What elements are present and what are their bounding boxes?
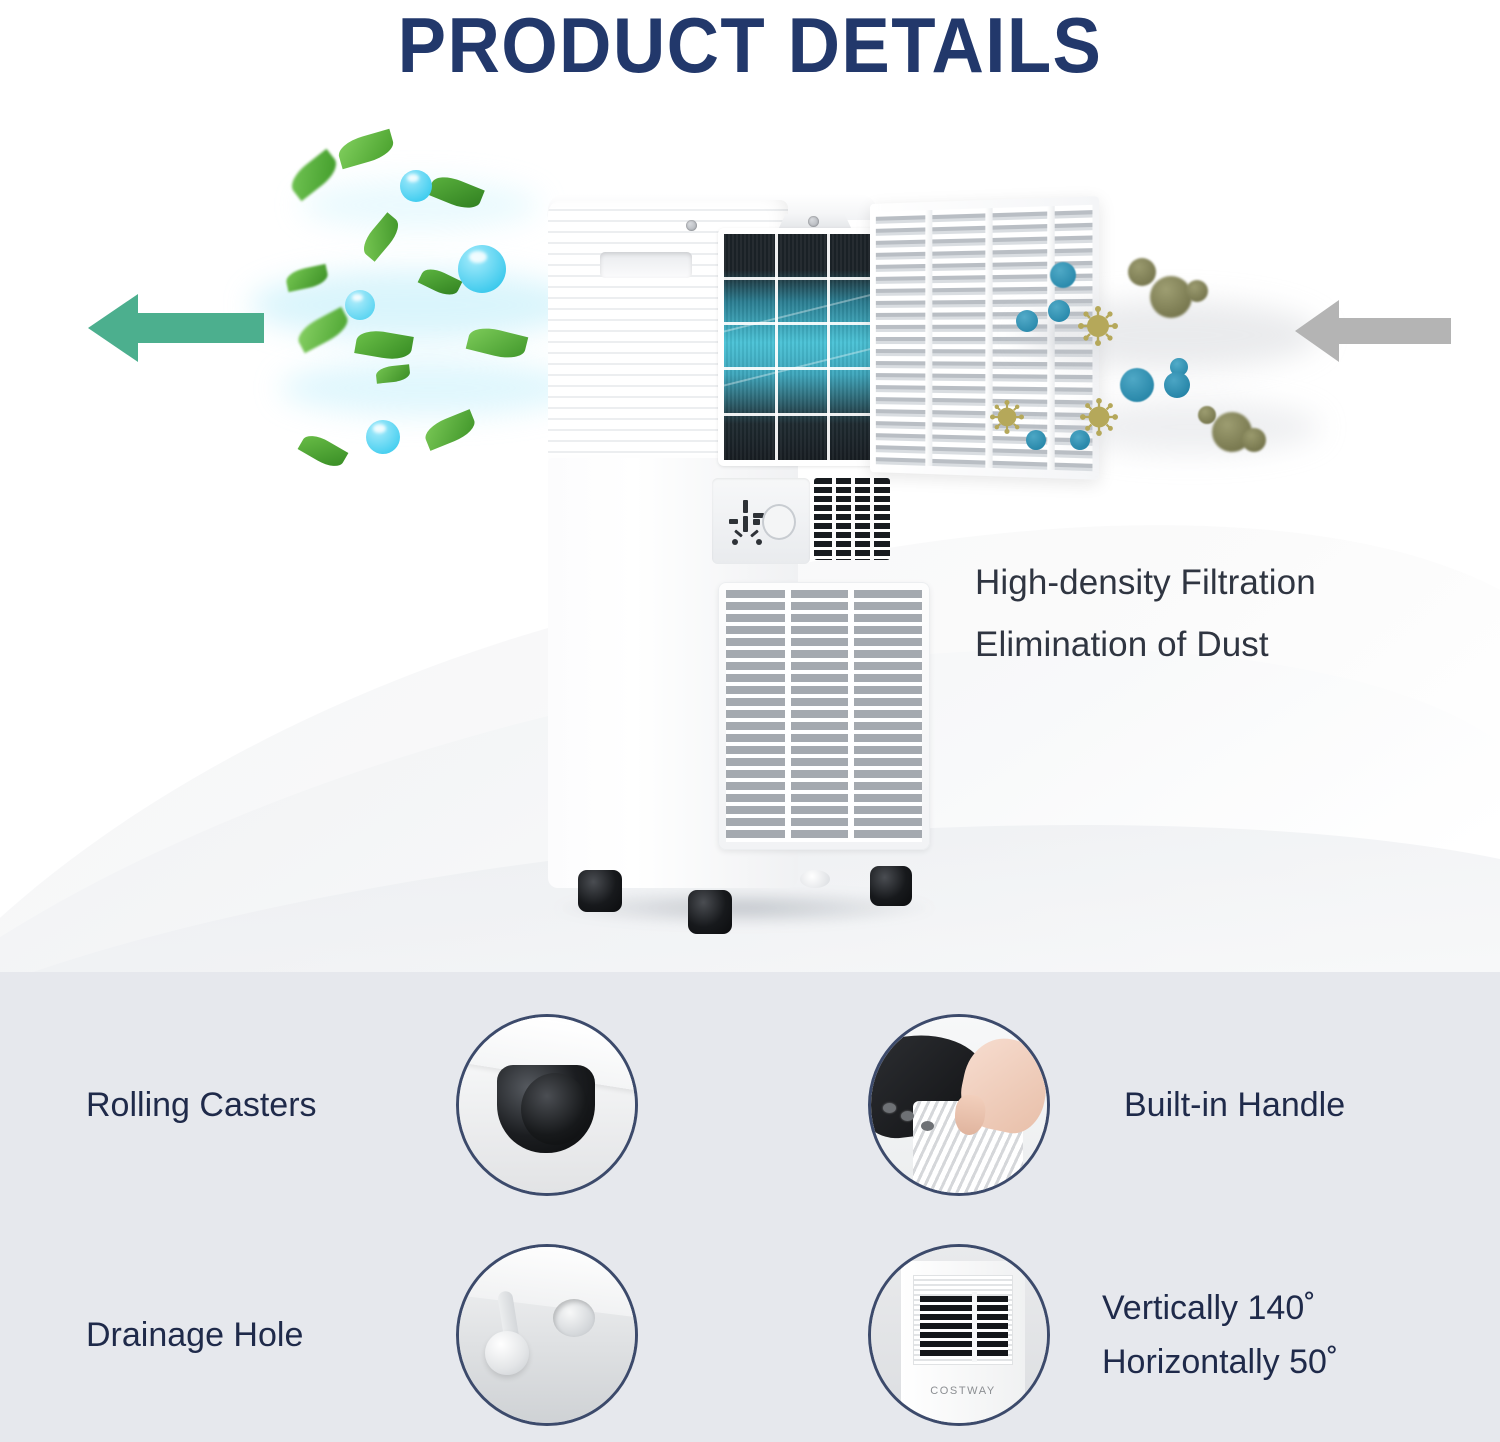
water-droplet-icon bbox=[458, 245, 506, 293]
leaf-icon bbox=[375, 364, 411, 384]
cover-louvers bbox=[875, 204, 1093, 472]
caster-wheel bbox=[688, 890, 732, 934]
leaf-icon bbox=[297, 429, 349, 473]
power-socket-panel bbox=[712, 478, 810, 564]
brand-label: COSTWAY bbox=[930, 1385, 996, 1397]
water-droplet-icon bbox=[366, 420, 400, 454]
dust-particle bbox=[1198, 406, 1216, 424]
hand-grip-handle-photo-icon bbox=[868, 1014, 1050, 1196]
feature-louver-angles: COSTWAY Vertically 140˚ Horizontally 50˚ bbox=[868, 1240, 1468, 1430]
removable-filter-cover-panel[interactable] bbox=[870, 196, 1100, 480]
feature-label-rolling-casters: Rolling Casters bbox=[86, 1086, 317, 1124]
high-density-filter bbox=[718, 228, 886, 466]
feature-label-horizontal-angle: Horizontally 50˚ bbox=[1102, 1343, 1339, 1381]
drain-plug bbox=[800, 870, 830, 888]
dust-particle bbox=[1170, 358, 1188, 376]
caster-wheel bbox=[578, 870, 622, 912]
socket-glyph-icon bbox=[728, 500, 768, 545]
filter-mesh bbox=[724, 234, 880, 460]
caster-wheel bbox=[870, 866, 912, 906]
feature-label-drainage-hole: Drainage Hole bbox=[86, 1316, 304, 1354]
dust-particle bbox=[1164, 372, 1190, 398]
leaf-icon bbox=[465, 323, 529, 363]
water-droplet-icon bbox=[400, 170, 432, 202]
leaf-icon bbox=[417, 264, 463, 300]
air-vent-louver-photo-icon: COSTWAY bbox=[868, 1244, 1050, 1426]
rear-grille-slats bbox=[726, 590, 922, 842]
dust-particle bbox=[1212, 412, 1252, 452]
leaf-icon bbox=[284, 263, 330, 293]
leaf-icon bbox=[357, 212, 405, 262]
caster-wheel-photo-icon bbox=[456, 1014, 638, 1196]
feature-built-in-handle: Built-in Handle bbox=[868, 1010, 1468, 1200]
feature-drainage-hole: Drainage Hole bbox=[86, 1240, 706, 1430]
dust-particle bbox=[1150, 276, 1192, 318]
leaf-icon bbox=[335, 128, 397, 170]
drain-plug-photo-icon bbox=[456, 1244, 638, 1426]
filtration-callout: High-density Filtration Elimination of D… bbox=[975, 552, 1475, 676]
filtration-callout-line2: Elimination of Dust bbox=[975, 625, 1269, 664]
clean-air-wisp-3 bbox=[300, 180, 540, 230]
leaf-icon bbox=[293, 306, 353, 354]
hero-section: PRODUCT DETAILS bbox=[0, 0, 1500, 972]
dust-particle bbox=[1242, 428, 1266, 452]
leaf-icon bbox=[421, 409, 479, 451]
dust-particle bbox=[1120, 368, 1154, 402]
clean-air-wisp-2 bbox=[280, 360, 580, 416]
rear-intake-grille bbox=[718, 582, 930, 850]
leaf-icon bbox=[427, 171, 485, 214]
socket-round-port bbox=[762, 504, 796, 540]
leaf-icon bbox=[354, 327, 414, 363]
filtration-callout-line1: High-density Filtration bbox=[975, 563, 1316, 602]
dust-particle bbox=[1128, 258, 1156, 286]
cover-frame bbox=[870, 196, 1100, 480]
screw-icon bbox=[686, 220, 697, 231]
clean-air-wisp-1 bbox=[250, 270, 580, 340]
screw-icon bbox=[808, 216, 819, 227]
clean-air-arrow bbox=[88, 292, 264, 364]
dust-particle bbox=[1186, 280, 1208, 302]
water-droplet-icon bbox=[345, 290, 375, 320]
feature-label-built-in-handle: Built-in Handle bbox=[1124, 1086, 1346, 1124]
dirty-air-arrow bbox=[1295, 298, 1451, 364]
recessed-handle bbox=[600, 252, 692, 278]
control-panel-dots bbox=[883, 1103, 939, 1137]
feature-rolling-casters: Rolling Casters bbox=[86, 1010, 706, 1200]
leaf-icon bbox=[285, 148, 343, 202]
feature-highlights-section: Rolling Casters bbox=[0, 972, 1500, 1442]
filter-stripes bbox=[724, 234, 880, 460]
portable-air-conditioner-unit bbox=[540, 190, 1100, 934]
compressor-side-vent bbox=[814, 478, 890, 560]
feature-label-vertical-angle: Vertically 140˚ bbox=[1102, 1289, 1316, 1327]
page-title: PRODUCT DETAILS bbox=[397, 1, 1103, 89]
